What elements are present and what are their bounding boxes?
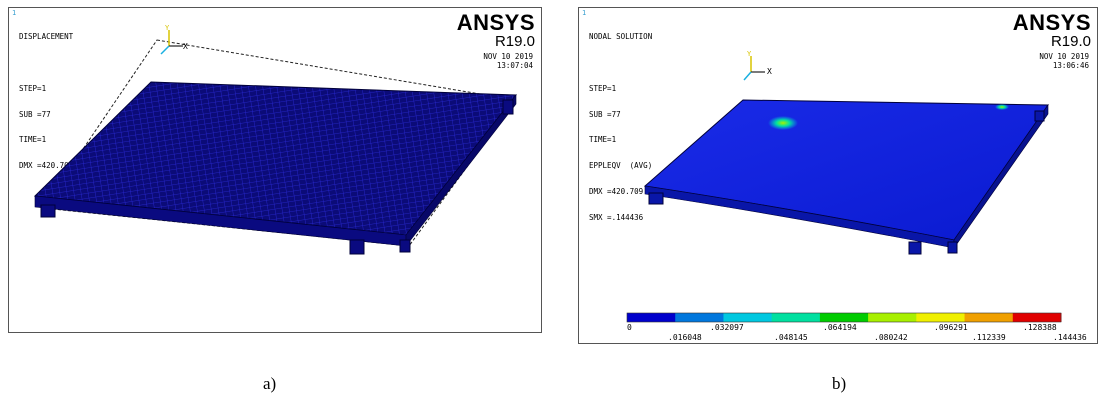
legend-label: .032097 bbox=[710, 323, 744, 332]
brand-version: R19.0 bbox=[494, 33, 535, 50]
support-block bbox=[349, 239, 365, 255]
info-line: DISPLACEMENT bbox=[19, 32, 74, 42]
ansys-brand: ANSYS R19.0 bbox=[456, 10, 535, 50]
brand-name: ANSYS bbox=[1012, 10, 1091, 35]
support-block bbox=[40, 204, 56, 218]
info-line: TIME=1 bbox=[589, 135, 617, 145]
axis-x-label: X bbox=[183, 42, 188, 51]
legend-color-segment bbox=[868, 313, 917, 322]
date-text: NOV 10 2019 bbox=[483, 52, 533, 61]
plot-info-block: DISPLACEMENT STEP=1 SUB =77 TIME=1 DMX =… bbox=[19, 16, 73, 188]
strain-hotspot bbox=[995, 104, 1009, 110]
panel-b-caption: b) bbox=[832, 374, 847, 393]
plot-info-block: NODAL SOLUTION STEP=1 SUB =77 TIME=1 EPP… bbox=[589, 16, 652, 239]
legend-color-segment bbox=[819, 313, 869, 322]
legend-color-segment bbox=[1012, 313, 1062, 322]
legend-color-segment bbox=[916, 313, 966, 322]
date-text: NOV 10 2019 bbox=[1039, 52, 1089, 61]
info-line: EPPLEQV (AVG) bbox=[589, 161, 653, 171]
brand-name: ANSYS bbox=[456, 10, 535, 35]
info-line: STEP=1 bbox=[589, 83, 617, 93]
window-number: 1 bbox=[582, 9, 587, 17]
info-line: TIME=1 bbox=[19, 135, 47, 145]
brand-version: R19.0 bbox=[1050, 33, 1091, 50]
contour-legend-bar bbox=[626, 312, 1062, 323]
info-line: DMX =420.709 bbox=[589, 186, 644, 196]
legend-color-segment bbox=[964, 313, 1014, 322]
legend-label: .128388 bbox=[1023, 323, 1057, 332]
legend-label: .096291 bbox=[934, 323, 968, 332]
window-number: 1 bbox=[12, 9, 17, 17]
legend-label: .064194 bbox=[823, 323, 857, 332]
support-block bbox=[1034, 110, 1045, 122]
support-block bbox=[502, 99, 514, 115]
support-block bbox=[947, 241, 958, 254]
mesh-view: Y X bbox=[33, 24, 518, 255]
info-line: NODAL SOLUTION bbox=[589, 32, 653, 42]
legend-label: .048145 bbox=[774, 333, 808, 342]
legend-color-segment bbox=[771, 313, 821, 322]
nodal-solution-plot-panel: 1 NODAL SOLUTION STEP=1 SUB =77 TIME=1 E… bbox=[578, 7, 1098, 344]
legend-labels-top: 0 .032097 .064194 .096291 .128388 bbox=[579, 323, 1099, 333]
info-line: STEP=1 bbox=[19, 83, 47, 93]
legend-label: 0 bbox=[627, 323, 632, 332]
legend-label: .144436 bbox=[1053, 333, 1087, 342]
timestamp: NOV 10 2019 13:07:04 bbox=[483, 52, 533, 70]
legend-border bbox=[626, 312, 1062, 323]
axis-y-label: Y bbox=[165, 24, 170, 32]
info-line: SMX =.144436 bbox=[589, 212, 644, 222]
legend-label: .080242 bbox=[874, 333, 908, 342]
legend-label: .112339 bbox=[972, 333, 1006, 342]
legend-labels-bottom: .016048 .048145 .080242 .112339 .144436 bbox=[579, 333, 1099, 343]
displacement-plot-panel: 1 DISPLACEMENT STEP=1 SUB =77 TIME=1 DMX… bbox=[8, 7, 542, 333]
info-line: SUB =77 bbox=[589, 109, 621, 119]
legend-color-segment bbox=[627, 313, 676, 322]
legend-color-segment bbox=[675, 313, 724, 322]
info-line: DMX =420.709 bbox=[19, 161, 74, 171]
timestamp: NOV 10 2019 13:06:46 bbox=[1039, 52, 1089, 70]
axis-triad-icon: Y X bbox=[160, 24, 188, 55]
axis-triad-icon: Y X bbox=[743, 50, 772, 81]
info-line: SUB =77 bbox=[19, 109, 51, 119]
contour-view: Y X bbox=[626, 50, 1062, 323]
legend-color-segment bbox=[723, 313, 773, 322]
time-text: 13:06:46 bbox=[1052, 61, 1089, 70]
support-block bbox=[399, 239, 411, 253]
support-block bbox=[908, 241, 922, 255]
panel-a-caption: a) bbox=[263, 374, 277, 393]
strain-hotspot bbox=[768, 116, 798, 130]
time-text: 13:07:04 bbox=[496, 61, 533, 70]
legend-label: .016048 bbox=[668, 333, 702, 342]
axis-x-label: X bbox=[767, 67, 772, 76]
support-block bbox=[648, 192, 664, 205]
axis-y-label: Y bbox=[747, 50, 752, 58]
ansys-brand: ANSYS R19.0 bbox=[1012, 10, 1091, 50]
deformed-plate bbox=[643, 99, 1049, 241]
